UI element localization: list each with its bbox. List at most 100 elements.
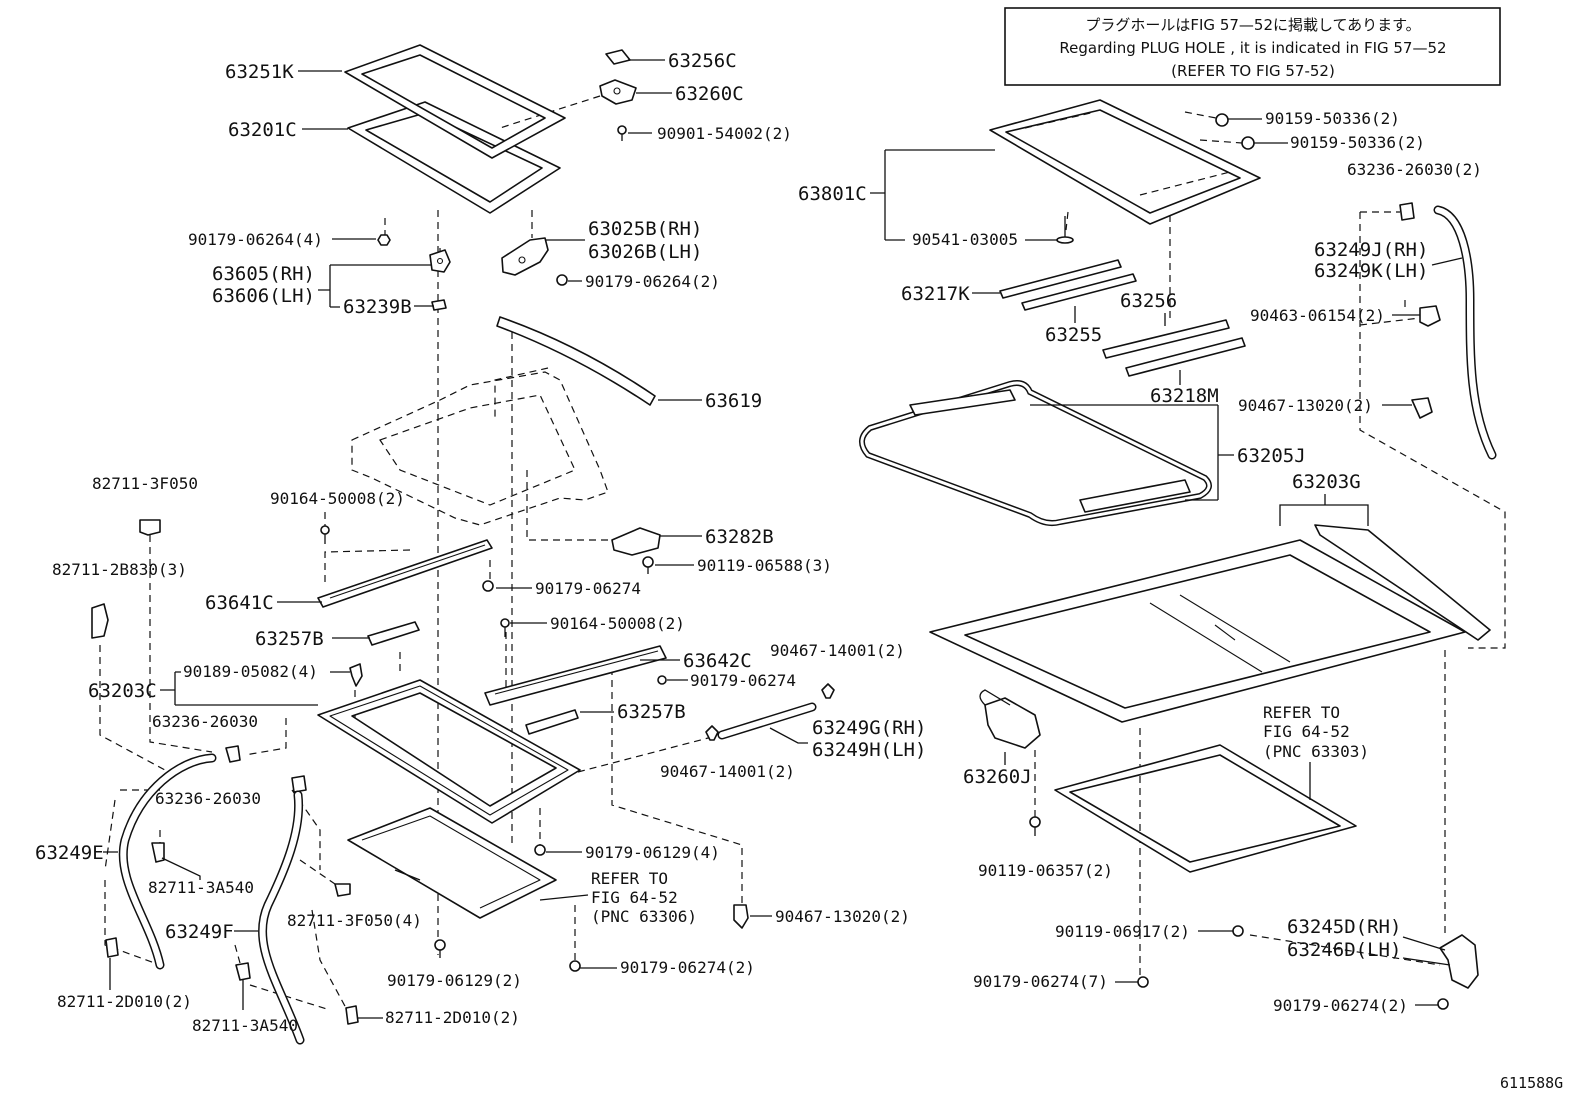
part-63801c-roof-glass [989,99,1261,225]
callout-82711-3f050-4: 82711-3F050(4) [287,911,422,930]
leader-lines [103,59,1463,1019]
hose-fill [259,792,303,1043]
callout-63025b-rh: 63025B(RH) [588,218,702,240]
callout-90159-50336-1: 90159-50336(2) [1265,109,1400,128]
callout-63249e: 63249E [35,842,104,864]
callout-63246d-lh: 63246D(LH) [1287,939,1401,961]
callout-63249k-lh: 63249K(LH) [1314,260,1428,282]
callout-82711-2d010-left: 82711-2D010(2) [57,992,192,1011]
part-90901-screw [617,125,627,141]
refer-right-line2: FIG 64-52 [1263,722,1350,741]
part-90179-06274-nut-7 [1137,976,1149,988]
part-63239b-shim [431,299,447,311]
callout-90119-06357: 90119-06357(2) [978,861,1113,880]
part-63236-elbow-right [1399,202,1415,221]
part-63218m-rail [1125,337,1246,377]
callout-63642c: 63642C [683,650,752,672]
part-63217k-strip [999,259,1122,299]
motor-lead [979,689,1011,706]
part-90189-clip [349,663,363,687]
callout-90179-06274-2-left: 90179-06274(2) [620,958,755,977]
callout-63801c: 63801C [798,183,867,205]
glass-frame [989,99,1261,225]
callout-63256c: 63256C [668,50,737,72]
part-63257b-pad-left [367,621,420,646]
callout-63605-rh: 63605(RH) [212,263,315,285]
bolt-head [320,525,330,535]
callout-90179-06264-4: 90179-06264(4) [188,230,323,249]
sunshade-right [1054,744,1357,873]
callout-90901-54002: 90901-54002(2) [657,124,792,143]
refer-left-line1: REFER TO [591,869,668,888]
part-63236-elbow-upper [225,745,241,763]
part-90179-06129-bolt [434,939,446,958]
callout-82711-2b830: 82711-2B830(3) [52,560,187,579]
callout-90179-06274-2-right: 90179-06274(2) [1273,996,1408,1015]
part-63203c-frame [317,679,581,824]
callout-63255: 63255 [1045,324,1102,346]
cable-fill [860,381,1211,525]
part-63642c-rail [484,645,667,706]
part-90179-nut-06274-lower [569,960,581,972]
part-82711-3a540-clip-upper [151,842,165,863]
callout-90179-06129-2: 90179-06129(2) [387,971,522,990]
callout-63236-26030-lower: 63236-26030 [155,789,261,808]
part-63025b-bracket [501,237,549,276]
callout-90164-50008-right: 90164-50008(2) [550,614,685,633]
part-63260j-motor [979,689,1041,749]
callout-63249g-rh: 63249G(RH) [812,717,926,739]
part-90179-06274-nut-right [1437,998,1449,1010]
part-90179-nut-bracket [556,274,568,286]
part-63249e-drain-hose [118,753,217,970]
part-90179-nut-rail-right [657,675,667,685]
part-63255-strip [1021,273,1137,311]
rail-body [317,539,493,608]
callout-90164-50008-left: 90164-50008(2) [270,489,405,508]
note-japanese: プラグホールはFIG 57—52に掲載してあります。 [1085,16,1420,34]
callout-90467-13020-right: 90467-13020(2) [1238,396,1373,415]
callout-90119-06917: 90119-06917(2) [1055,922,1190,941]
part-63245d-bracket [1439,934,1479,989]
callout-labels: 63251K 63201C 63256C 63260C 90901-54002(… [35,50,1482,1035]
rail-body [484,645,667,706]
callout-63619: 63619 [705,390,762,412]
part-63282b-bracket [611,527,661,556]
callout-90463-06154: 90463-06154(2) [1250,306,1385,325]
part-63249j-drain-hose [1433,205,1497,460]
part-63201c-weatherstrip [347,101,561,214]
callout-63641c: 63641C [205,592,274,614]
bracket-hole [613,87,621,95]
callout-90179-06129-4: 90179-06129(4) [585,843,720,862]
part-63256-rail [1102,319,1230,359]
headliner-outline [351,371,609,526]
sunshade-edge [361,815,541,909]
hose-fill [719,704,815,738]
screw-head [617,125,627,135]
frame-side-rail [1314,524,1491,641]
callout-63026b-lh: 63026B(LH) [588,241,702,263]
part-90467-13020-clip [733,904,749,929]
cable-slider-rear [1079,479,1191,513]
callout-63249h-lh: 63249H(LH) [812,739,926,761]
part-63236-elbow-lower [291,775,307,793]
figure-code: 611588G [1500,1074,1563,1092]
sunshade-panel [1054,744,1357,873]
callout-90119-06588: 90119-06588(3) [697,556,832,575]
refer-note-left: REFER TO FIG 64-52 (PNC 63306) [591,869,697,926]
cable-slider-front [909,389,1016,416]
callout-63203g: 63203G [1292,471,1361,493]
part-63260c-bracket [599,79,637,105]
callout-63201c: 63201C [228,119,297,141]
headliner-outer-outline [351,371,609,526]
refer-right-line1: REFER TO [1263,703,1340,722]
pin-head [1056,236,1074,244]
callout-90467-13020-left: 90467-13020(2) [775,907,910,926]
callout-63251k: 63251K [225,61,294,83]
arm-bracket-body [501,237,549,276]
callout-63245d-rh: 63245D(RH) [1287,916,1401,938]
callout-63282b: 63282B [705,526,774,548]
part-90119-bolt-left [642,556,654,574]
motor-body [984,697,1041,749]
part-82711-3a540-clip-lower [235,962,251,981]
